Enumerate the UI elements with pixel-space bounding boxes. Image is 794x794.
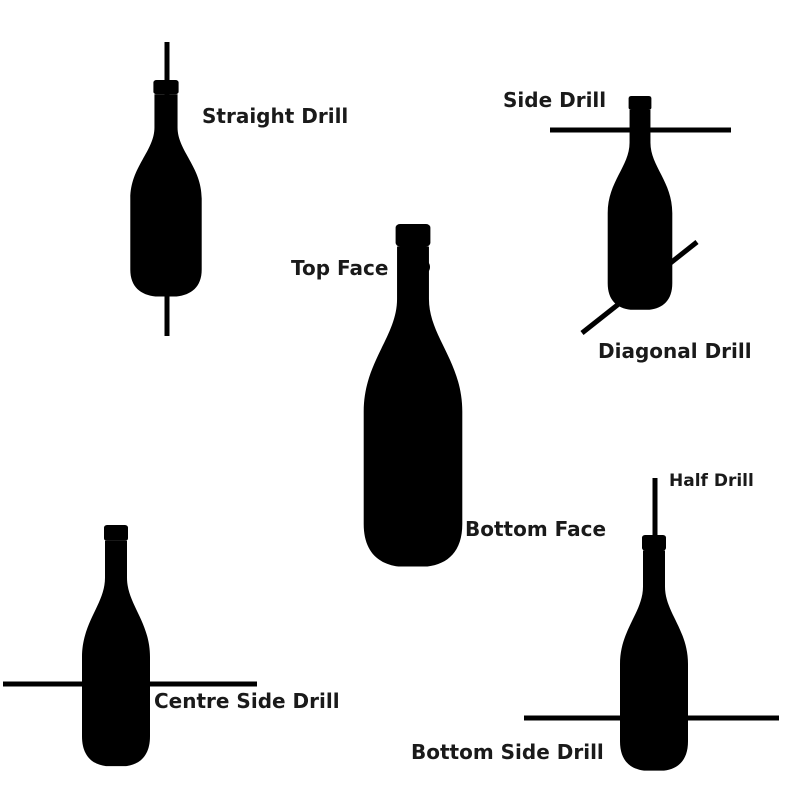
top-face-dot [414, 259, 430, 275]
bottom-face-dot [405, 525, 421, 541]
label-half-drill: Half Drill [669, 471, 754, 491]
label-bottom-side-drill: Bottom Side Drill [411, 740, 604, 764]
label-bottom-face: Bottom Face [465, 517, 606, 541]
label-straight-drill: Straight Drill [202, 104, 348, 128]
label-side-drill: Side Drill [503, 88, 606, 112]
label-diagonal-drill: Diagonal Drill [598, 339, 752, 363]
diagonal-drill-line [580, 240, 699, 335]
label-centre-side-drill: Centre Side Drill [154, 689, 340, 713]
bottle-centre-side-drill [82, 525, 150, 767]
label-top-face: Top Face [291, 256, 388, 280]
